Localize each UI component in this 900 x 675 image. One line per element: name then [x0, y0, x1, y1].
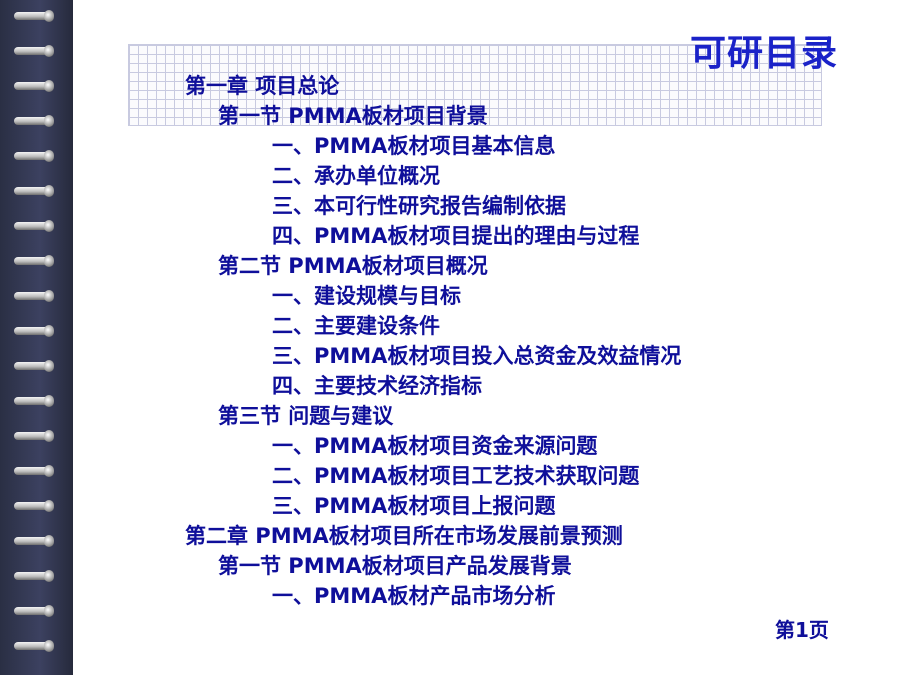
- toc-section: 第三节 问题与建议: [218, 404, 394, 428]
- binder-ring: [14, 395, 54, 407]
- binder-ring: [14, 360, 54, 372]
- toc-chapter: 第二章 PMMA板材项目所在市场发展前景预测: [185, 524, 623, 548]
- binder-ring: [14, 220, 54, 232]
- binder-ring: [14, 430, 54, 442]
- toc-item: 一、PMMA板材项目资金来源问题: [272, 434, 598, 458]
- toc-section: 第二节 PMMA板材项目概况: [218, 254, 488, 278]
- toc-item: 二、PMMA板材项目工艺技术获取问题: [272, 464, 640, 488]
- toc-section: 第一节 PMMA板材项目背景: [218, 104, 488, 128]
- toc-item: 二、主要建设条件: [272, 314, 440, 338]
- binder-ring: [14, 10, 54, 22]
- toc-item: 三、PMMA板材项目上报问题: [272, 494, 556, 518]
- toc-item: 三、本可行性研究报告编制依据: [272, 194, 566, 218]
- toc-item: 三、PMMA板材项目投入总资金及效益情况: [272, 344, 682, 368]
- toc-item: 二、承办单位概况: [272, 164, 440, 188]
- binder-ring: [14, 500, 54, 512]
- binder-ring: [14, 80, 54, 92]
- binder-ring: [14, 290, 54, 302]
- binder-ring: [14, 115, 54, 127]
- toc-item: 一、建设规模与目标: [272, 284, 461, 308]
- grid-header-background: [128, 44, 822, 126]
- binder-ring: [14, 325, 54, 337]
- binder-strip: [0, 0, 73, 675]
- page-title: 可研目录: [690, 33, 839, 74]
- toc-chapter: 第一章 项目总论: [185, 74, 340, 98]
- binder-ring: [14, 640, 54, 652]
- binder-ring: [14, 605, 54, 617]
- binder-ring: [14, 185, 54, 197]
- binder-ring: [14, 45, 54, 57]
- toc-section: 第一节 PMMA板材项目产品发展背景: [218, 554, 572, 578]
- toc-item: 一、PMMA板材产品市场分析: [272, 584, 556, 608]
- page-number: 第1页: [775, 618, 829, 642]
- binder-ring: [14, 570, 54, 582]
- toc-item: 四、PMMA板材项目提出的理由与过程: [272, 224, 640, 248]
- binder-ring: [14, 255, 54, 267]
- binder-ring: [14, 465, 54, 477]
- toc-item: 四、主要技术经济指标: [272, 374, 482, 398]
- toc-item: 一、PMMA板材项目基本信息: [272, 134, 556, 158]
- binder-ring: [14, 150, 54, 162]
- binder-ring: [14, 535, 54, 547]
